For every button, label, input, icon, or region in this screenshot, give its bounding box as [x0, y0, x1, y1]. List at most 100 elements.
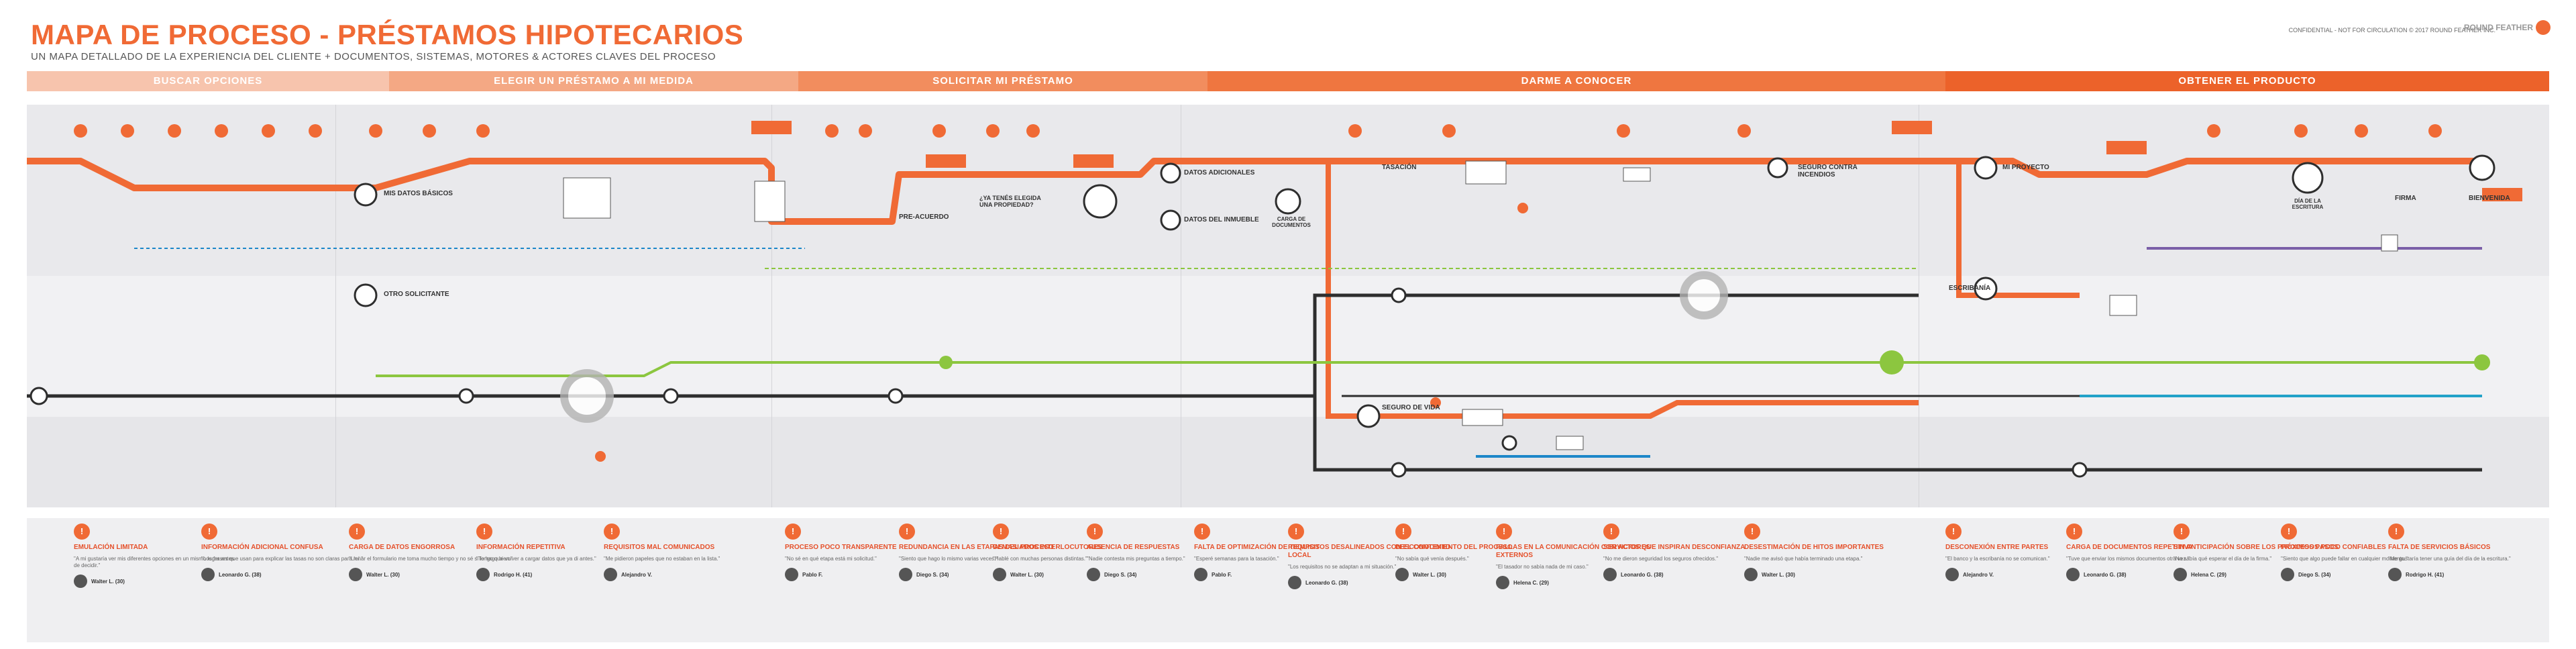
user-icon [354, 283, 378, 307]
touchpoint-icon [309, 124, 322, 138]
user-icon [354, 183, 378, 207]
pain-title: FALTA DE OPTIMIZACIÓN DE TIEMPOS [1194, 544, 1320, 551]
pain-point: ! REDUNDANCIA EN LAS ETAPAS DEL PROCESO … [899, 523, 1067, 581]
touchpoint-icon [1737, 124, 1751, 138]
pain-title: INFORMACIÓN ADICIONAL CONFUSA [201, 544, 323, 551]
brand-logo-icon [2536, 20, 2551, 35]
agent-icon [1083, 184, 1118, 219]
page-title: MAPA DE PROCESO - PRÉSTAMOS HIPOTECARIOS [31, 19, 744, 50]
pain-point: ! DESCONEXIÓN ENTRE PARTES "El banco y l… [1945, 523, 2113, 581]
pain-author: Walter L. (30) [1010, 571, 1044, 578]
node-mi-proyecto: MI PROYECTO [2002, 164, 2049, 171]
pain-point: ! DESESTIMACIÓN DE HITOS IMPORTANTES "Na… [1744, 523, 1912, 581]
pain-author: Alejandro V. [1963, 571, 1994, 578]
data-icon [1160, 162, 1181, 184]
avatar [1087, 568, 1100, 581]
pain-point: ! REQUISITOS MAL COMUNICADOS "Me pidiero… [604, 523, 771, 581]
pain-quote: "A mi gustaría ver mis diferentes opcion… [74, 556, 234, 568]
touchpoint-icon [1026, 124, 1040, 138]
avatar [2281, 568, 2294, 581]
confidential-note: CONFIDENTIAL - NOT FOR CIRCULATION © 201… [2288, 27, 2496, 34]
touchpoint-icon [1617, 124, 1630, 138]
pain-point: ! CARGA DE DATOS ENGORROSA "Llenar el fo… [349, 523, 517, 581]
lane-external [27, 417, 2549, 507]
phase-darme-a-conocer: DARME A CONOCER [1208, 71, 1945, 91]
pain-icon: ! [74, 523, 90, 540]
pain-quote: "Hablé con muchas personas distintas." [993, 556, 1087, 562]
touchpoint-icon [2428, 124, 2442, 138]
pain-quote: "Los requisitos no se adaptan a mi situa… [1288, 564, 1397, 570]
pain-point: ! PROCESO POCO TRANSPARENTE "No sé en qu… [785, 523, 953, 581]
pain-author: Pablo F. [802, 571, 823, 578]
pain-author: Leonardo G. (38) [219, 571, 262, 578]
pain-quote: "Me gustaría tener una guía del día de l… [2388, 556, 2511, 562]
check-icon [2474, 354, 2490, 370]
touchpoint-icon [74, 124, 87, 138]
branch-flow-line [1326, 161, 1919, 419]
node-datos-inmueble: DATOS DEL INMUEBLE [1184, 216, 1259, 223]
timeline-line [27, 293, 1919, 398]
touchpoint-icon [1442, 124, 1456, 138]
welcome-icon [2469, 154, 2496, 181]
project-icon [1974, 156, 1998, 180]
pain-title: PROCESO POCO TRANSPARENTE [785, 544, 897, 551]
brand-name: ROUND FEATHER [2463, 23, 2533, 32]
pain-quote: "Me pidieron papeles que no estaban en l… [604, 556, 720, 562]
divider [771, 105, 772, 507]
pain-point: ! EMULACIÓN LIMITADA "A mi gustaría ver … [74, 523, 241, 588]
phase-elegir-prestamo: ELEGIR UN PRÉSTAMO A MI MEDIDA [389, 71, 798, 91]
form-card [563, 177, 611, 219]
alert-icon [595, 451, 606, 462]
pain-title: REQUISITOS DESALINEADOS CON EL CONTEXTO … [1288, 544, 1451, 559]
pain-title: REQUISITOS MAL COMUNICADOS [604, 544, 715, 551]
node-firma: FIRMA [2395, 195, 2416, 202]
process-node [458, 388, 474, 404]
node-mis-datos: MIS DATOS BÁSICOS [384, 190, 453, 197]
pain-quote: "Llenar el formulario me toma mucho tiem… [349, 556, 513, 562]
touchpoint-icon [262, 124, 275, 138]
branch-flow-line [1956, 161, 2080, 298]
node-escribania: ESCRIBANÍA [1949, 285, 1991, 292]
touchpoint-icon [2294, 124, 2308, 138]
avatar [1288, 576, 1301, 589]
pain-point: ! INFORMACIÓN REPETITIVA "Tengo que volv… [476, 523, 644, 581]
process-node [1391, 287, 1407, 303]
node-otro-solicitante: OTRO SOLICITANTE [384, 291, 449, 298]
pain-quote: "No sabía qué esperar el día de la firma… [2174, 556, 2272, 562]
callout-tag [2482, 188, 2522, 201]
pain-title: EMULACIÓN LIMITADA [74, 544, 148, 551]
pain-icon: ! [1395, 523, 1411, 540]
avatar [2388, 568, 2402, 581]
touchpoint-icon [369, 124, 382, 138]
pain-quote: "No sabía qué venía después." [1395, 556, 1469, 562]
pain-icon: ! [785, 523, 801, 540]
start-icon [30, 387, 48, 405]
doc-card [2109, 295, 2137, 316]
pain-quote: "No me dieron seguridad los seguros ofre… [1603, 556, 1719, 562]
pain-quote: "Esperé semanas para la tasación." [1194, 556, 1279, 562]
pain-quote: "No sé en qué etapa está mi solicitud." [785, 556, 877, 562]
process-node [663, 388, 679, 404]
document-icon [1160, 209, 1181, 231]
process-node [1391, 462, 1407, 478]
avatar [785, 568, 798, 581]
pain-author: Diego S. (34) [2298, 571, 2331, 578]
touchpoint-icon [121, 124, 134, 138]
pain-point: ! AUSENCIA DE RESPUESTAS "Nadie contesta… [1087, 523, 1254, 581]
pain-point: ! PROCESOS POCO CONFIABLES "Siento que a… [2281, 523, 2449, 581]
pain-icon: ! [476, 523, 492, 540]
pain-author: Rodrigo H. (41) [2406, 571, 2445, 578]
pain-point: ! CARGA DE DOCUMENTOS REPETITIVA "Tuve q… [2066, 523, 2234, 581]
node-ya-elegida: ¿YA TENÉS ELEGIDA UNA PROPIEDAD? [979, 195, 1041, 208]
touchpoint-icon [423, 124, 436, 138]
pain-icon: ! [1194, 523, 1210, 540]
form-card [754, 181, 786, 222]
milestone-halo [560, 369, 614, 423]
node-pre-acuerdo: PRE-ACUERDO [899, 213, 949, 221]
pain-quote: "Siento que algo puede fallar en cualqui… [2281, 556, 2408, 562]
process-node [1501, 435, 1517, 451]
pain-author: Walter L. (30) [91, 578, 125, 585]
avatar [349, 568, 362, 581]
alert-icon [1517, 203, 1528, 213]
